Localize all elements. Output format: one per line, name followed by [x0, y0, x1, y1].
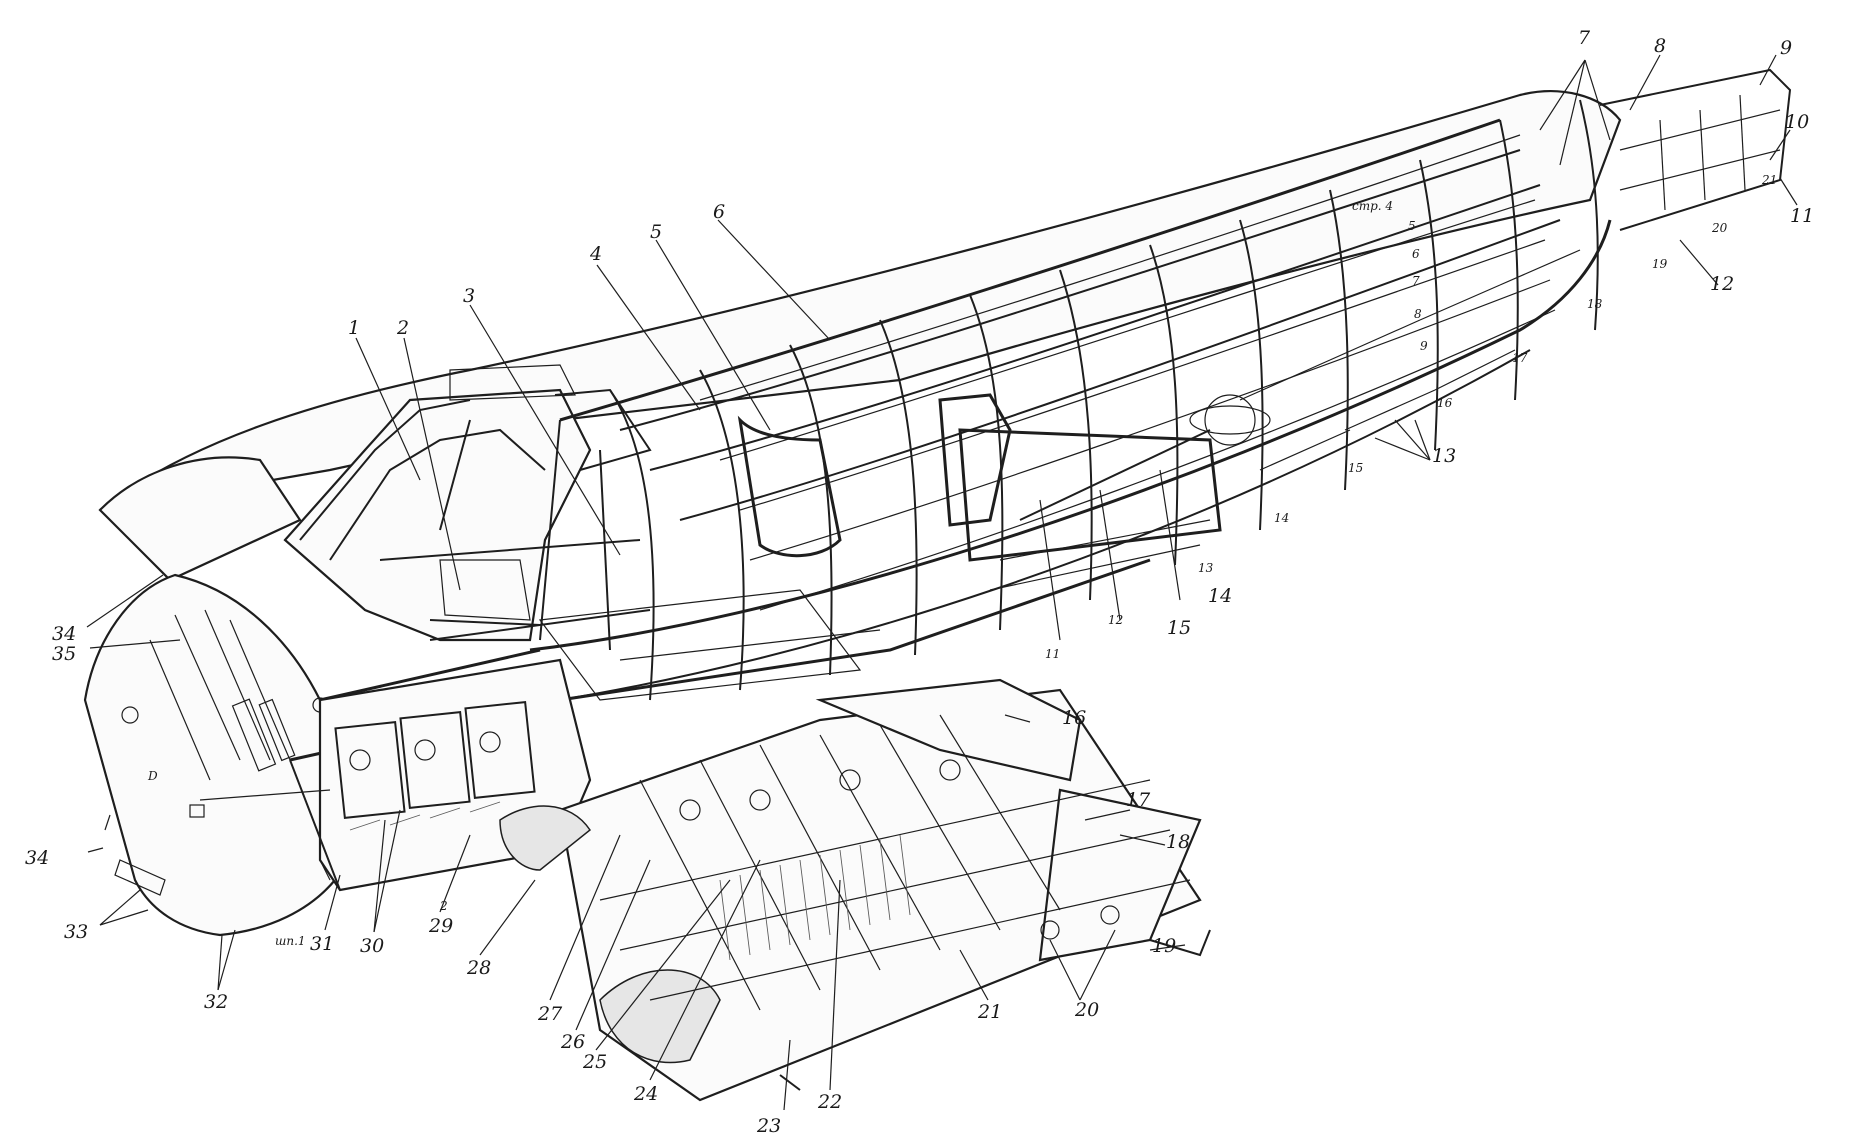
stringer-6-label: 6: [1412, 247, 1420, 261]
callout-35: 35: [52, 643, 76, 665]
frame-15-label: 15: [1348, 461, 1363, 475]
callout-19: 19: [1152, 935, 1176, 957]
callout-21: 21: [977, 1001, 1002, 1023]
center-wing-section: [499, 678, 1211, 1102]
frame-11-label: 11: [1045, 647, 1060, 661]
callout-33: 33: [64, 921, 88, 943]
callout-5: 5: [650, 221, 662, 243]
callout-26: 26: [560, 1031, 585, 1053]
callout-17: 17: [1126, 789, 1151, 811]
stringer-5-label: 5: [1408, 219, 1416, 233]
callout-10: 10: [1785, 111, 1809, 133]
callout-27: 27: [537, 1003, 563, 1025]
stringer-7-label: 7: [1412, 274, 1420, 288]
callout-2: 2: [396, 317, 409, 339]
frame-16-label: 16: [1437, 396, 1453, 410]
callout-4: 4: [589, 243, 602, 265]
fuselage-truss: [289, 68, 1792, 762]
callout-30: 30: [360, 935, 384, 957]
callout-24: 24: [633, 1083, 658, 1105]
callout-1: 1: [348, 317, 360, 339]
callout-29: 29: [428, 915, 453, 937]
callout-34-bottom: 34: [25, 847, 49, 869]
callout-6: 6: [713, 201, 725, 223]
leader-lines: [86, 54, 1798, 1111]
callout-12: 12: [1710, 273, 1734, 295]
callout-31: 31: [310, 933, 334, 955]
callout-20: 20: [1074, 999, 1099, 1021]
upper-skin-fairing: [99, 90, 1622, 512]
callout-3: 3: [463, 285, 475, 307]
callout-8: 8: [1654, 35, 1666, 57]
callout-7: 7: [1578, 27, 1591, 49]
frame-17-label: 17: [1512, 351, 1528, 365]
callout-16: 16: [1062, 707, 1086, 729]
callout-32: 32: [204, 991, 228, 1013]
callout-22: 22: [817, 1091, 842, 1113]
frame-19-label: 19: [1652, 257, 1668, 271]
frame-1-label: шп.1: [275, 934, 306, 948]
frame-18-label: 18: [1587, 297, 1603, 311]
frame-14-label: 14: [1274, 511, 1289, 525]
firewall-panel: [83, 573, 337, 937]
firewall-d-mark: D: [147, 769, 158, 783]
stringer-9-label: 9: [1420, 339, 1428, 353]
callout-11: 11: [1790, 205, 1814, 227]
callout-28: 28: [466, 957, 491, 979]
callout-9: 9: [1780, 37, 1792, 59]
callout-15: 15: [1167, 617, 1191, 639]
frame-20-label: 20: [1711, 221, 1728, 235]
stringer-4-label: стр. 4: [1352, 199, 1393, 213]
callout-labels: 1 2 3 4 5 6 7 8 9 10 11 12 13 14 15 16 1…: [25, 27, 1814, 1137]
frame-21-label: 21: [1761, 173, 1777, 187]
firewall-details: [104, 609, 331, 896]
callout-13: 13: [1432, 445, 1456, 467]
frame-12-label: 12: [1108, 613, 1123, 627]
callout-18: 18: [1166, 831, 1190, 853]
frame-2-mark: 2: [439, 899, 448, 913]
stringer-8-label: 8: [1414, 307, 1422, 321]
callout-25: 25: [582, 1051, 607, 1073]
callout-14: 14: [1208, 585, 1232, 607]
nose-cowl-top: [98, 456, 302, 582]
callout-23: 23: [756, 1115, 781, 1137]
frame-13-label: 13: [1198, 561, 1214, 575]
callout-34-top: 34: [52, 623, 76, 645]
